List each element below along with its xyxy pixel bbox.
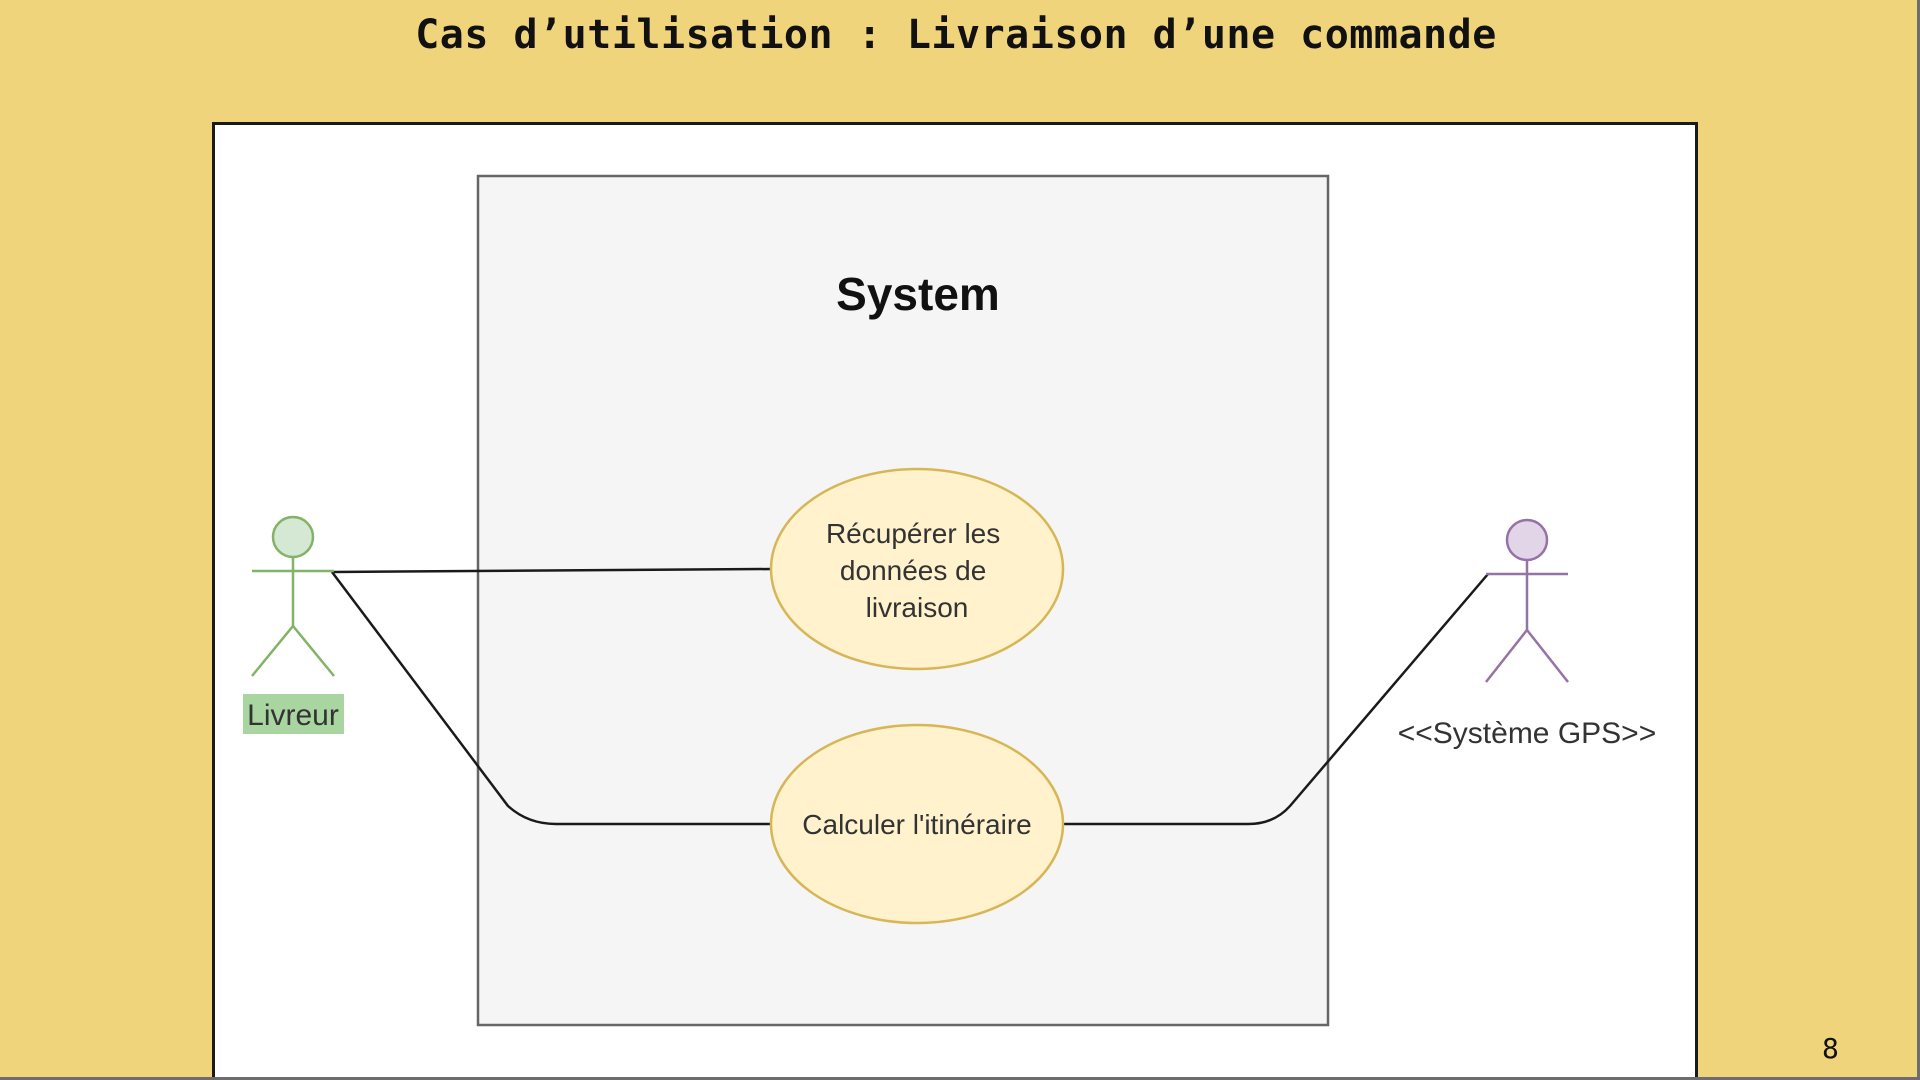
use-case-label: Calculer l'itinéraire	[802, 809, 1031, 840]
use-case-label: Récupérer les données de livraison	[826, 518, 1008, 623]
use-case-ellipse	[769, 467, 1065, 671]
use-case-label-line: livraison	[866, 592, 969, 623]
use-case-recuperer-donnees[interactable]: Récupérer les données de livraison	[769, 467, 1065, 671]
use-case-label-line: Calculer l'itinéraire	[802, 809, 1031, 840]
actor-livreur[interactable]: Livreur	[243, 515, 344, 734]
actor-head	[271, 515, 315, 559]
actor-left-leg	[1485, 629, 1528, 683]
actor-right-leg	[1526, 629, 1569, 683]
actor-head	[1505, 518, 1549, 562]
actor-right-leg	[292, 625, 335, 677]
actor-label: Livreur	[247, 699, 339, 732]
association-livreur-uc2	[331, 571, 772, 826]
slide-bottom-edge	[0, 1077, 1920, 1080]
slide-right-edge	[1917, 0, 1920, 1080]
actor-systeme-gps[interactable]: <<Système GPS>>	[1398, 518, 1656, 750]
association-livreur-uc1	[331, 567, 773, 574]
actor-left-leg	[251, 625, 294, 677]
slide-title: Cas d’utilisation : Livraison d’une comm…	[415, 12, 1497, 58]
use-case-calculer-itineraire[interactable]: Calculer l'itinéraire	[769, 723, 1065, 925]
use-case-label-line: Récupérer les	[826, 518, 1000, 549]
actor-label: <<Système GPS>>	[1398, 717, 1656, 750]
page-number: 8	[1822, 1032, 1839, 1065]
actor-label-highlight	[243, 694, 344, 734]
association-gps-uc2	[1062, 573, 1489, 826]
use-case-label-line: données de	[840, 555, 986, 586]
system-label: System	[836, 268, 1000, 320]
use-case-ellipse	[769, 723, 1065, 925]
